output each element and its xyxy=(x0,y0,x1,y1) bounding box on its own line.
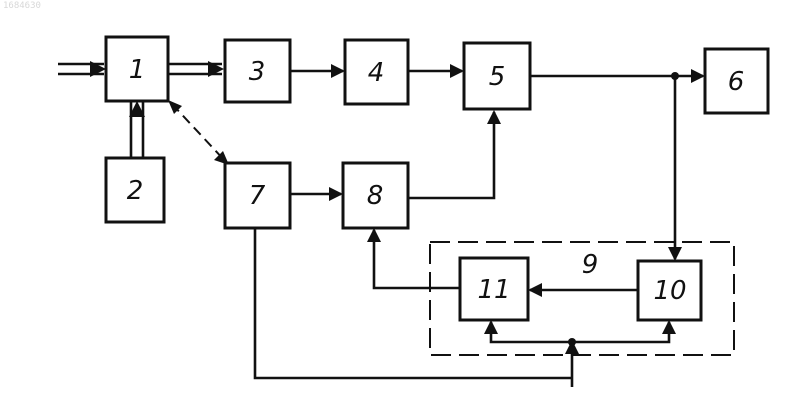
block-8: 8 xyxy=(343,163,408,228)
link-8-5 xyxy=(408,112,494,198)
block-1: 1 xyxy=(106,37,168,101)
block-8-label: 8 xyxy=(367,181,384,211)
block-10-label: 10 xyxy=(653,276,686,306)
link-to-11-arrowhead xyxy=(484,320,498,334)
link-to-10-arrowhead xyxy=(662,320,676,334)
group-9-label: 9 xyxy=(582,250,599,280)
link-1-7-head-top xyxy=(168,100,182,114)
link-5-6-arrowhead xyxy=(691,69,705,83)
block-6: 6 xyxy=(705,49,768,113)
block-6-label: 6 xyxy=(728,67,745,97)
block-7-label: 7 xyxy=(249,181,266,211)
link-7-8-arrowhead xyxy=(329,187,343,201)
block-4-label: 4 xyxy=(368,58,385,88)
block-11-label: 11 xyxy=(477,275,510,305)
block-4: 4 xyxy=(345,40,408,104)
block-5: 5 xyxy=(464,43,530,109)
block-10: 10 xyxy=(638,261,701,320)
block-2-label: 2 xyxy=(127,176,144,206)
block-11: 11 xyxy=(460,258,528,320)
link-10-11-arrowhead xyxy=(528,283,542,297)
link-3-4-arrowhead xyxy=(331,64,345,78)
block-5-label: 5 xyxy=(489,62,506,92)
link-to-10 xyxy=(572,322,669,342)
link-to-11 xyxy=(491,322,572,342)
block-7: 7 xyxy=(225,163,290,228)
block-1-label: 1 xyxy=(129,55,146,85)
link-11-8 xyxy=(374,230,460,288)
link-8-5-arrowhead xyxy=(487,110,501,124)
link-1-7-dashed xyxy=(172,104,226,162)
link-11-8-arrowhead xyxy=(367,228,381,242)
link-4-5-arrowhead xyxy=(450,64,464,78)
link-5-10-arrowhead xyxy=(668,247,682,261)
block-2: 2 xyxy=(106,158,164,222)
corner-text: 1684630 xyxy=(3,1,41,11)
block-3-label: 3 xyxy=(249,57,266,87)
block-3: 3 xyxy=(225,40,290,102)
